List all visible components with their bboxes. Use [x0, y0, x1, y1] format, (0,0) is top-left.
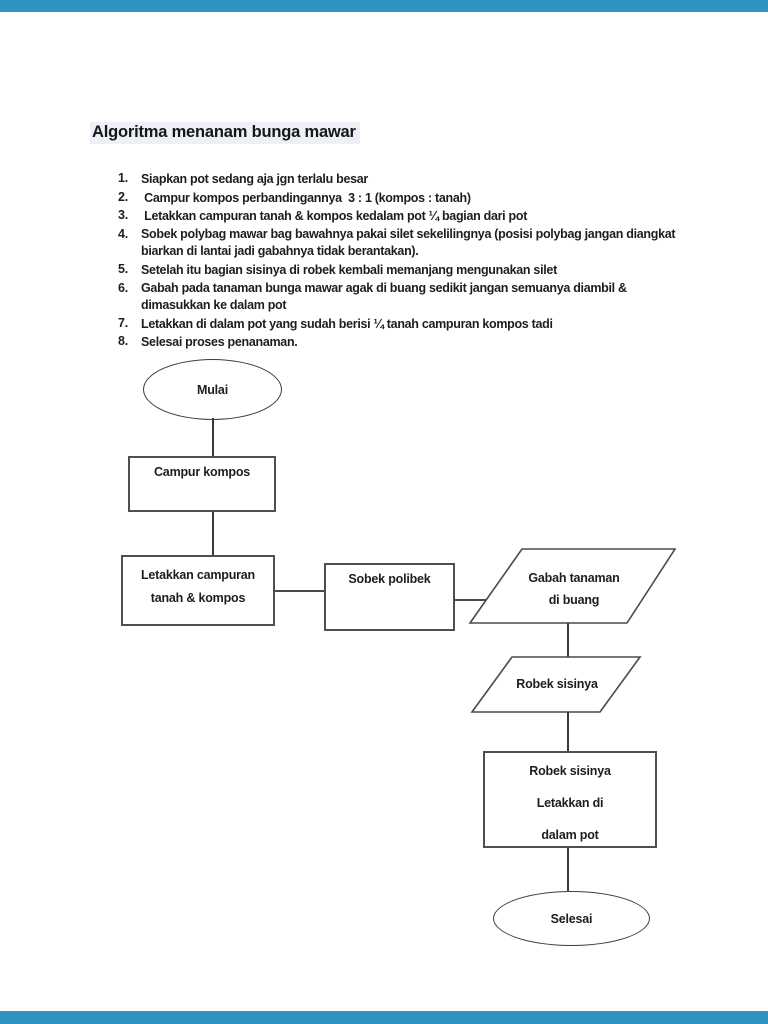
- flowchart-process-robek-letakkan: Robek sisinya Letakkan di dalam pot: [483, 751, 657, 848]
- list-item-text: Setelah itu bagian sisinya di robek kemb…: [141, 262, 557, 277]
- flowchart-end-terminator: Selesai: [493, 891, 650, 946]
- connector-process2-to-process3: [275, 590, 324, 592]
- flowchart-process-sobek-polibek: Sobek polibek: [324, 563, 455, 631]
- algorithm-step-list: 1. Siapkan pot sedang aja jgn terlalu be…: [118, 170, 748, 352]
- flowchart-io1-line2: di buang: [548, 593, 600, 607]
- flowchart-process2-line1: Letakkan campuran: [140, 568, 255, 582]
- list-item-text: Letakkan campuran tanah & kompos kedalam…: [141, 209, 528, 224]
- flowchart-process-letakkan-campuran: Letakkan campuran tanah & kompos: [121, 555, 275, 626]
- list-item-number: 4.: [118, 226, 129, 241]
- list-item-number: 3.: [118, 208, 129, 223]
- page-title: Algoritma menanam bunga mawar: [90, 122, 360, 144]
- list-item-text: Selesai proses penanaman.: [141, 335, 298, 350]
- list-item-number: 7.: [118, 315, 129, 330]
- connector-process1-to-process2: [212, 512, 214, 555]
- flowchart-process3-label: Sobek polibek: [348, 572, 431, 586]
- list-item-number: 8.: [118, 334, 129, 349]
- connector-process4-to-end: [567, 848, 569, 891]
- flowchart-io1-line1: Gabah tanaman: [528, 571, 620, 585]
- flowchart-io1-label: Gabah tanaman di buang: [494, 567, 654, 611]
- viewer-top-bar: [0, 0, 768, 12]
- flowchart-io-robek-shape: [470, 656, 642, 713]
- list-item-text: Letakkan di dalam pot yang sudah berisi …: [141, 316, 553, 331]
- flowchart-process4-line3: dalam pot: [541, 828, 599, 842]
- list-item-text: dimasukkan ke dalam pot: [141, 298, 287, 313]
- flowchart-io2-label: Robek sisinya: [516, 677, 598, 691]
- list-item: 2. Campur kompos perbandingannya 3 : 1 (…: [118, 189, 748, 208]
- list-item-text: Gabah pada tanaman bunga mawar agak di b…: [141, 280, 627, 295]
- flowchart-process4-line1: Robek sisinya: [529, 764, 611, 778]
- list-item-text: Campur kompos perbandingannya 3 : 1 (kom…: [141, 190, 471, 205]
- connector-io1-to-io2: [567, 623, 569, 657]
- list-item-number: 6.: [118, 280, 129, 295]
- list-item: 6. Gabah pada tanaman bunga mawar agak d…: [118, 280, 748, 315]
- list-item-number: 5.: [118, 261, 129, 276]
- flowchart-process1-label: Campur kompos: [153, 465, 251, 479]
- list-item: 1. Siapkan pot sedang aja jgn terlalu be…: [118, 170, 748, 189]
- list-item: 3. Letakkan campuran tanah & kompos keda…: [118, 207, 748, 226]
- flowchart-process2-line2: tanah & kompos: [150, 591, 246, 605]
- flowchart-start-terminator: Mulai: [143, 359, 282, 420]
- list-item-number: 1.: [118, 171, 129, 185]
- connector-start-to-process1: [212, 418, 214, 456]
- flowchart-end-label: Selesai: [550, 911, 593, 926]
- list-item-number: 2.: [118, 189, 129, 204]
- list-item: 5. Setelah itu bagian sisinya di robek k…: [118, 261, 748, 280]
- list-item: 8. Selesai proses penanaman.: [118, 333, 748, 352]
- list-item: 4. Sobek polybag mawar bag bawahnya paka…: [118, 226, 748, 261]
- viewer-bottom-bar: [0, 1011, 768, 1024]
- flowchart-start-label: Mulai: [197, 382, 228, 397]
- list-item-text: Sobek polybag mawar bag bawahnya pakai s…: [141, 226, 676, 241]
- connector-io2-to-process4: [567, 712, 569, 751]
- list-item-text: Siapkan pot sedang aja jgn terlalu besar: [141, 172, 368, 186]
- flowchart-process4-line2: Letakkan di: [536, 796, 604, 810]
- list-item: 7. Letakkan di dalam pot yang sudah beri…: [118, 315, 748, 334]
- flowchart-io-gabah-shape: [468, 548, 677, 624]
- connector-process3-to-io1: [455, 599, 488, 601]
- flowchart-process-campur-kompos: Campur kompos: [128, 456, 276, 512]
- list-item-text: biarkan di lantai jadi gabahnya tidak be…: [141, 244, 419, 259]
